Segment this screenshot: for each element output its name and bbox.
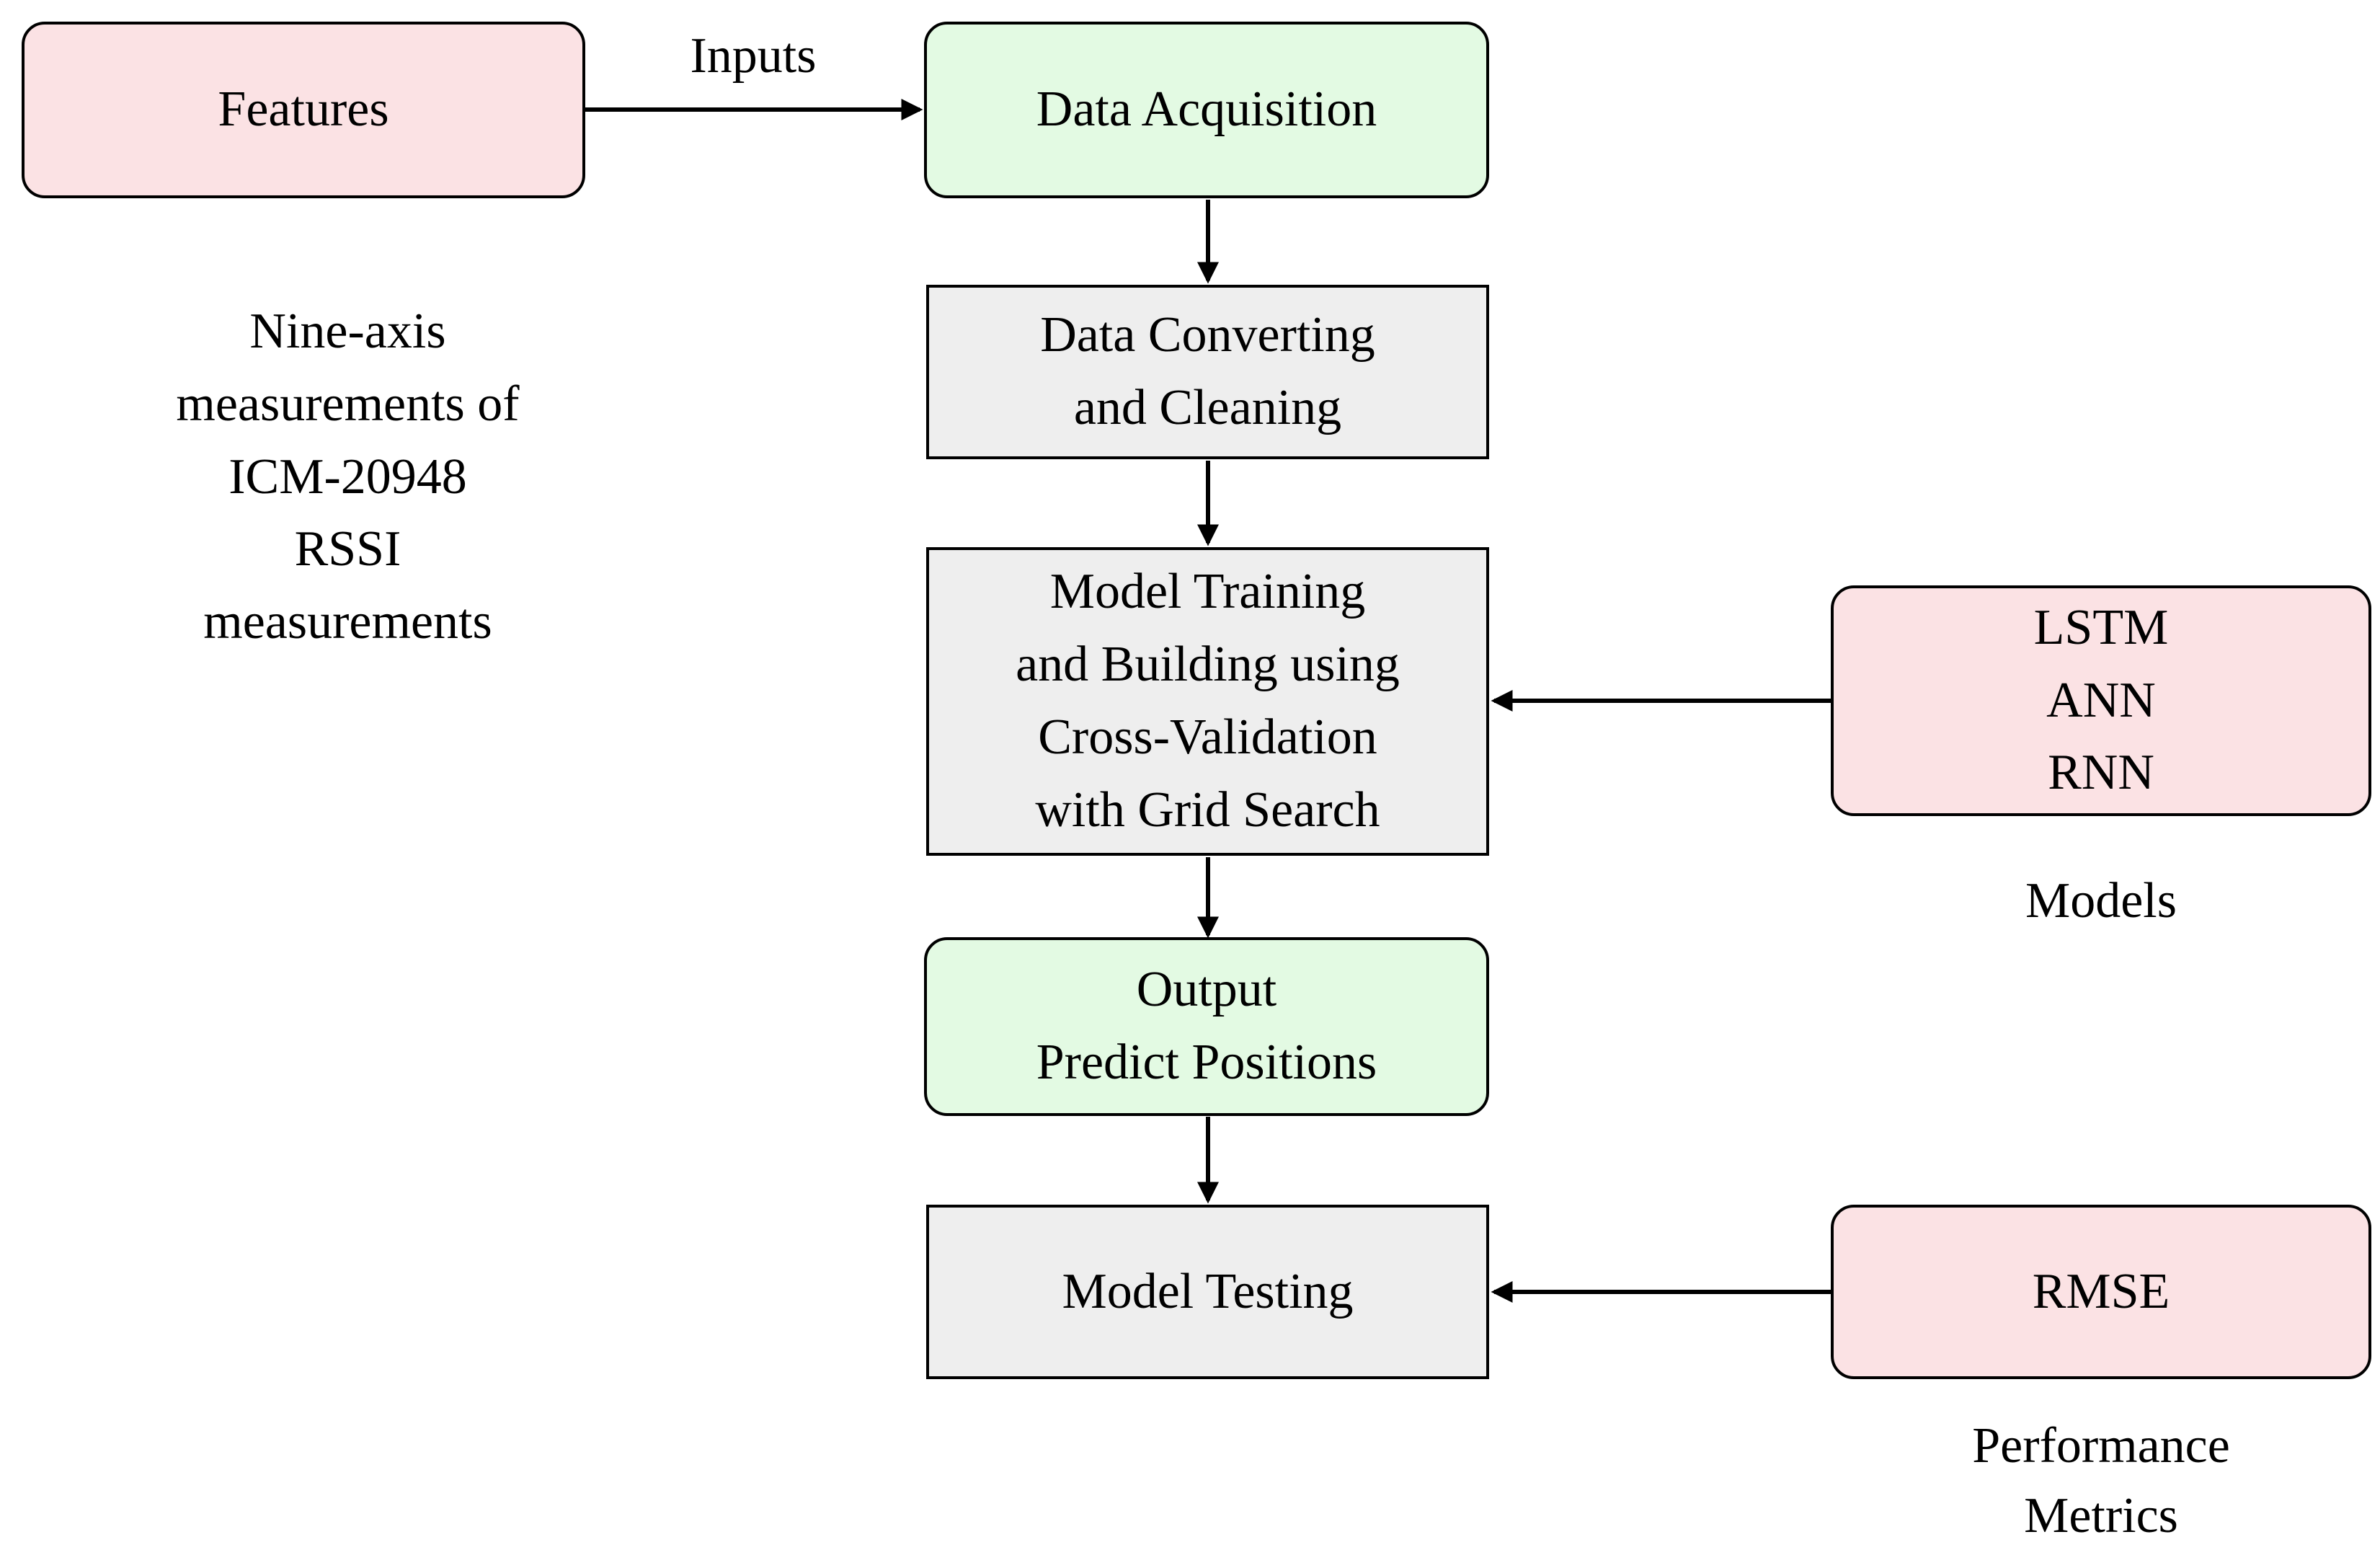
node-features: Features xyxy=(22,22,585,198)
node-output: Output Predict Positions xyxy=(924,937,1489,1116)
models-caption: Models xyxy=(2025,873,2177,929)
node-data-acquisition: Data Acquisition xyxy=(924,22,1489,198)
node-model-testing: Model Testing xyxy=(926,1205,1489,1379)
node-rmse: RMSE xyxy=(1831,1205,2371,1379)
node-data-converting: Data Converting and Cleaning xyxy=(926,285,1489,459)
performance-metrics-caption: Performance Metrics xyxy=(1972,1418,2230,1544)
inputs-edge-label: Inputs xyxy=(690,28,817,84)
features-caption: Nine-axis measurements of ICM-20948 RSSI… xyxy=(176,304,520,650)
node-models: LSTM ANN RNN xyxy=(1831,585,2371,816)
node-model-training: Model Training and Building using Cross-… xyxy=(926,547,1489,856)
